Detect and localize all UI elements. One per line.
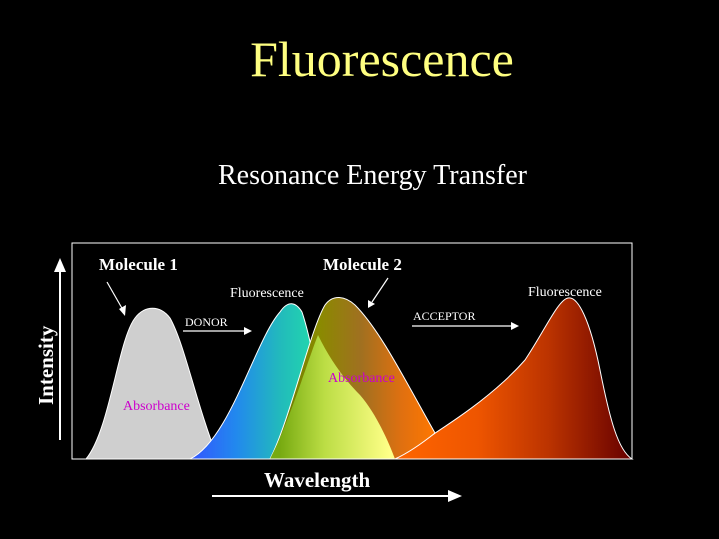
molecule2-pointer bbox=[371, 277, 389, 303]
donor-absorbance-curve bbox=[84, 307, 219, 460]
acceptor-label: ACCEPTOR bbox=[413, 309, 475, 323]
molecule1-label: Molecule 1 bbox=[99, 255, 178, 274]
molecule2-label: Molecule 2 bbox=[323, 255, 402, 274]
molecule1-pointer bbox=[106, 281, 124, 311]
x-axis-arrowhead bbox=[448, 490, 462, 502]
y-axis-arrowhead bbox=[54, 258, 66, 272]
spectral-overlap-region bbox=[270, 335, 395, 459]
acceptor-fluorescence-curve bbox=[393, 297, 634, 460]
x-axis-label: Wavelength bbox=[264, 468, 370, 492]
slide-subtitle: Resonance Energy Transfer bbox=[218, 160, 527, 191]
donor-absorbance-label: Absorbance bbox=[123, 399, 190, 414]
acceptor-absorbance-label: Absorbance bbox=[328, 371, 395, 386]
donor-fluorescence-label: Fluorescence bbox=[230, 286, 304, 301]
slide-title: Fluorescence bbox=[250, 31, 514, 87]
y-axis-label: Intensity bbox=[34, 325, 58, 405]
acceptor-fluorescence-label: Fluorescence bbox=[528, 285, 602, 300]
donor-label: DONOR bbox=[185, 315, 228, 329]
